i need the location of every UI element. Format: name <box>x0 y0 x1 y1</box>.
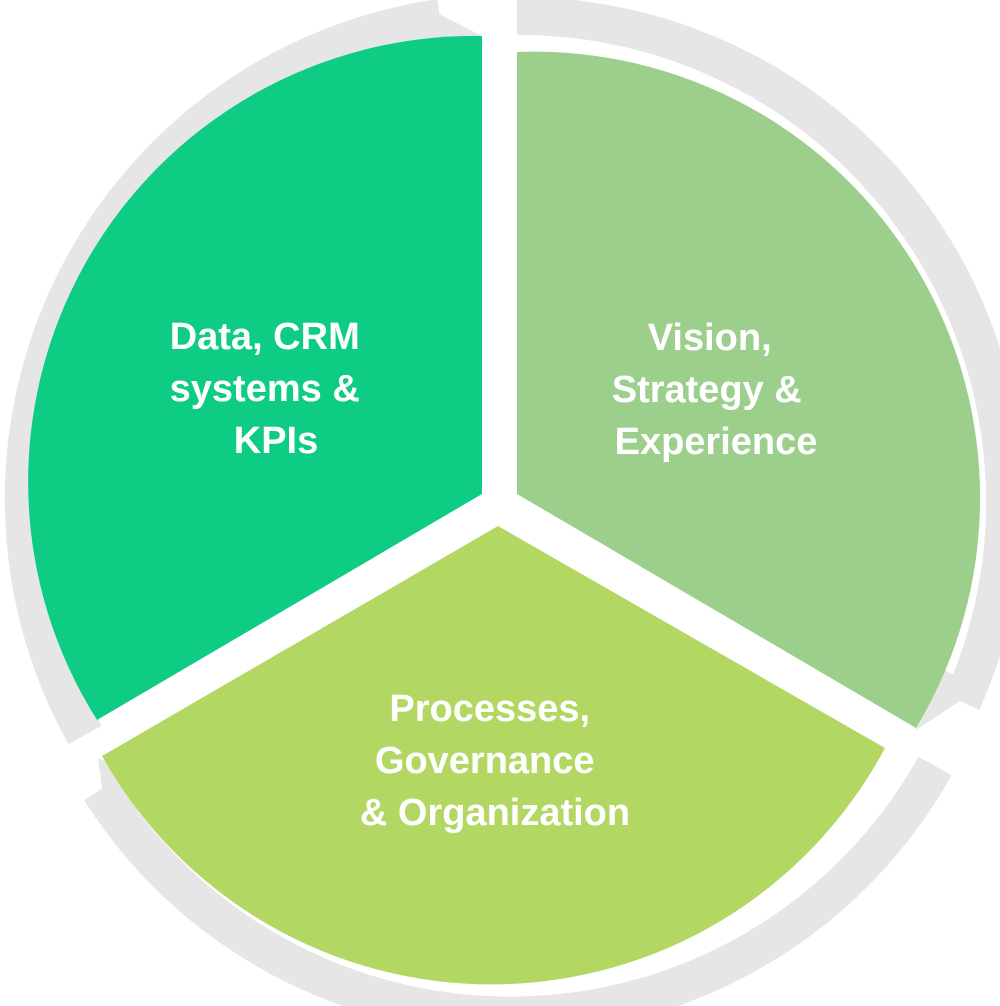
segment-label-line: Processes, <box>389 688 590 730</box>
ring-arc-bottom <box>83 756 952 1006</box>
segment-label-line: Data, CRM <box>170 316 360 358</box>
segment-label-line: & Organization <box>360 792 630 834</box>
segment-label-line: Experience <box>615 421 818 463</box>
ring-arc-left <box>4 0 443 745</box>
segment-vision <box>517 51 981 728</box>
segment-label-data: Data, CRM systems & KPIs <box>170 316 371 462</box>
segment-label-line: Governance <box>375 740 595 782</box>
segment-label-line: systems & <box>170 368 360 410</box>
ring-arc-top <box>516 0 1000 710</box>
segment-label-line: Strategy & <box>612 369 802 411</box>
segment-label-line: KPIs <box>234 420 318 462</box>
segment-processes <box>102 526 885 985</box>
segment-data <box>28 35 483 720</box>
segment-label-vision: Vision, Strategy & Experience <box>612 317 818 463</box>
segment-label-line: Vision, <box>648 317 772 359</box>
segment-label-processes: Processes, Governance & Organization <box>360 688 630 834</box>
